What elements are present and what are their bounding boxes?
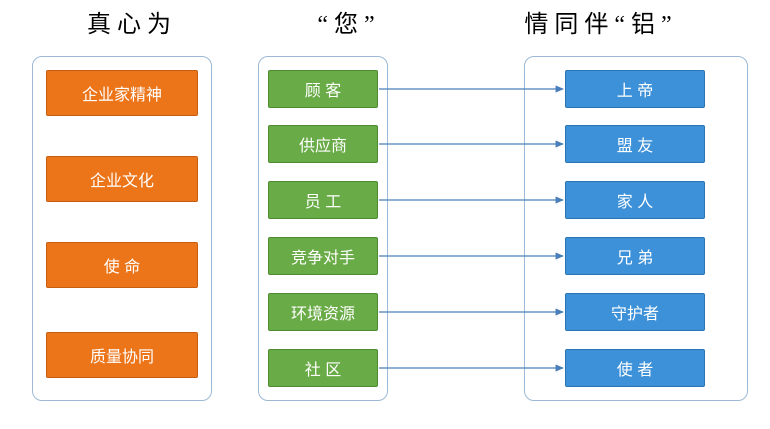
right-item-2-label: 家 人: [616, 194, 654, 211]
middle-item-5[interactable]: 社 区: [268, 349, 378, 387]
middle-item-4-label: 环境资源: [290, 306, 355, 323]
title-left: 真 心 为: [87, 12, 171, 38]
middle-item-2-label: 员 工: [304, 194, 342, 211]
right-item-4[interactable]: 守护者: [565, 293, 705, 331]
right-item-1[interactable]: 盟 友: [565, 125, 705, 163]
left-item-0[interactable]: 企业家精神: [46, 70, 198, 116]
left-item-1-label: 企业文化: [89, 173, 154, 190]
middle-item-3[interactable]: 竞争对手: [268, 237, 378, 275]
right-item-5[interactable]: 使 者: [565, 349, 705, 387]
right-item-1-label: 盟 友: [616, 138, 654, 155]
right-item-3-label: 兄 弟: [616, 250, 654, 267]
right-item-0[interactable]: 上 帝: [565, 70, 705, 108]
left-item-0-label: 企业家精神: [81, 87, 162, 104]
middle-item-0[interactable]: 顾 客: [268, 70, 378, 108]
middle-item-0-label: 顾 客: [304, 83, 342, 100]
title-right: 情 同 伴 “ 铝 ”: [524, 12, 672, 38]
middle-item-1[interactable]: 供应商: [268, 125, 378, 163]
left-item-2-label: 使 命: [103, 259, 141, 276]
left-item-3[interactable]: 质量协同: [46, 332, 198, 378]
right-panel-container: [524, 56, 748, 401]
right-item-4-label: 守护者: [610, 306, 659, 323]
title-row: 真 心 为 “ 您 ” 情 同 伴 “ 铝 ”: [0, 8, 770, 50]
right-item-0-label: 上 帝: [616, 83, 654, 100]
left-item-1[interactable]: 企业文化: [46, 156, 198, 202]
right-item-2[interactable]: 家 人: [565, 181, 705, 219]
middle-item-2[interactable]: 员 工: [268, 181, 378, 219]
middle-item-5-label: 社 区: [304, 362, 342, 379]
right-item-3[interactable]: 兄 弟: [565, 237, 705, 275]
title-middle: “ 您 ”: [317, 12, 375, 38]
middle-item-1-label: 供应商: [298, 138, 347, 155]
middle-item-3-label: 竞争对手: [290, 250, 355, 267]
right-item-5-label: 使 者: [616, 362, 654, 379]
middle-item-4[interactable]: 环境资源: [268, 293, 378, 331]
left-item-2[interactable]: 使 命: [46, 242, 198, 288]
middle-panel-container: [258, 56, 388, 401]
left-item-3-label: 质量协同: [89, 349, 154, 366]
